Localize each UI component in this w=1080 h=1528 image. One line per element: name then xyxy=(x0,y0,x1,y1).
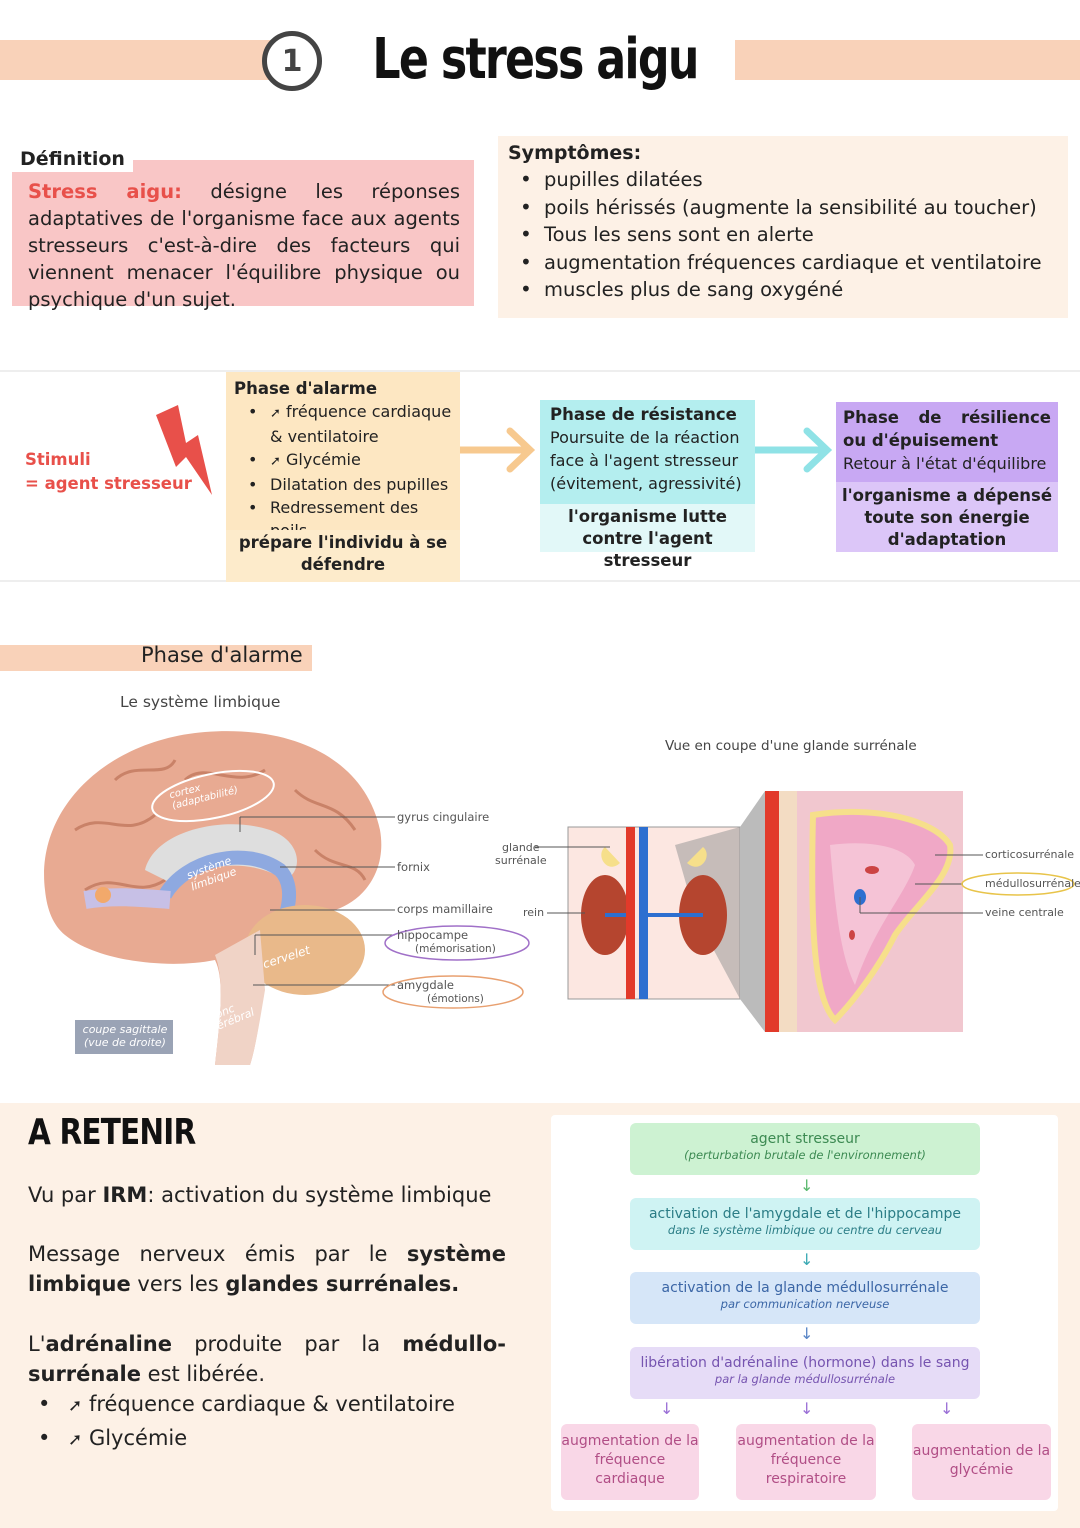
retenir-paragraph-3: L'adrénaline produite par la médullo-sur… xyxy=(28,1332,506,1386)
stimuli-label: Stimuli = agent stresseur xyxy=(25,448,192,496)
coupe-label: coupe sagittale(vue de droite) xyxy=(82,1023,168,1049)
brain-shape xyxy=(44,731,382,1065)
brainstem-shape xyxy=(215,930,265,1065)
retenir-item: ➚ fréquence cardiaque & ventilatoire xyxy=(28,1388,506,1422)
medullosurrenale-label: médullosurrénale xyxy=(985,877,1080,890)
section-heading-bar xyxy=(0,645,312,671)
definition-box: Stress aigu: désigne les réponses adapta… xyxy=(12,160,474,311)
arrow-right-icon xyxy=(755,427,833,473)
veine-centrale-label: veine centrale xyxy=(985,906,1064,919)
lightning-icon xyxy=(156,405,212,495)
definition-text: désigne les réponses adaptatives de l'or… xyxy=(28,180,460,311)
flow-step-sub: par communication nerveuse xyxy=(720,1297,890,1311)
retenir-item-text: Glycémie xyxy=(88,1426,188,1450)
alarm-item: ➚ Glycémie xyxy=(238,448,452,473)
retenir-item: ➚ Glycémie xyxy=(28,1422,506,1456)
arrow-down-icon: ↓ xyxy=(800,1324,814,1343)
adrenal-title: Vue en coupe d'une glande surrénale xyxy=(665,738,917,754)
flow-step-main: agent stresseur xyxy=(750,1131,860,1147)
flow-step: activation de l'amygdale et de l'hippoca… xyxy=(630,1198,980,1250)
phases-strip xyxy=(0,370,1080,582)
alarm-item-text: Glycémie xyxy=(286,450,361,469)
retenir-item-text: fréquence cardiaque & ventilatoire xyxy=(88,1392,455,1416)
adrenal-diagram xyxy=(535,791,1075,1032)
alarm-phase-list: ➚ fréquence cardiaque & ventilatoire ➚ G… xyxy=(234,400,452,542)
stimuli-title: Stimuli xyxy=(25,450,91,469)
amygdale-label: amygdale(émotions) xyxy=(397,978,484,1005)
section-heading: Phase d'alarme xyxy=(141,643,303,667)
flow-step: activation de la glande médullosurrénale… xyxy=(630,1272,980,1324)
corps-mamillaire-label: corps mamillaire xyxy=(397,902,493,916)
arrow-down-icon: ↓ xyxy=(940,1399,954,1418)
flow-outcome: augmentation de la fréquence cardiaque xyxy=(561,1424,699,1500)
symptom-item: muscles plus de sang oxygéné xyxy=(516,276,1058,304)
rein-label: rein xyxy=(523,906,545,919)
resistance-phase-footer: l'organisme lutte contre l'agent stresse… xyxy=(540,504,755,570)
cervelet-shape xyxy=(245,905,365,995)
increase-icon: ➚ xyxy=(68,1430,83,1450)
alarm-item: ➚ fréquence cardiaque & ventilatoire xyxy=(238,400,452,448)
exhaustion-phase-body: Retour à l'état d'équilibre xyxy=(843,454,1047,473)
retenir-title: A RETENIR xyxy=(28,1112,196,1153)
flow-outcome: augmentation de la glycémie xyxy=(912,1424,1051,1500)
page-title: Le stress aigu xyxy=(367,20,703,100)
symptom-item: pupilles dilatées xyxy=(516,166,1058,194)
coupe-label-box xyxy=(75,1020,173,1054)
symptom-item: poils hérissés (augmente la sensibilité … xyxy=(516,194,1058,222)
title-number: 1 xyxy=(262,31,322,91)
retenir-paragraph-1: Vu par IRM: activation du système limbiq… xyxy=(28,1183,492,1207)
flow-step: libération d'adrénaline (hormone) dans l… xyxy=(630,1347,980,1399)
symptom-item: Tous les sens sont en alerte xyxy=(516,221,1058,249)
resistance-phase-box: Phase de résistance Poursuite de la réac… xyxy=(540,400,755,504)
arrow-down-icon: ↓ xyxy=(800,1399,814,1418)
alarm-phase-box: Phase d'alarme ➚ fréquence cardiaque & v… xyxy=(226,372,460,540)
arrow-right-icon xyxy=(460,427,536,473)
exhaustion-phase-box: Phase de résilience ou d'épuisement Reto… xyxy=(836,402,1058,482)
definition-term: Stress aigu: xyxy=(28,180,182,203)
flow-step: agent stresseur (perturbation brutale de… xyxy=(630,1123,980,1175)
retenir-paragraph-2: Message nerveux émis par le système limb… xyxy=(28,1242,506,1296)
title-bar-right xyxy=(735,40,1080,80)
corticosurrenale-label: corticosurrénale xyxy=(985,848,1075,861)
resistance-phase-title: Phase de résistance xyxy=(550,405,737,424)
symptoms-title: Symptômes: xyxy=(508,142,642,164)
alarm-phase-title: Phase d'alarme xyxy=(234,379,378,398)
stimuli-subtitle: = agent stresseur xyxy=(25,474,192,493)
symptoms-box: Symptômes: pupilles dilatées poils héris… xyxy=(498,136,1068,318)
flow-step-main: libération d'adrénaline (hormone) dans l… xyxy=(640,1355,970,1371)
gyrus-label: gyrus cingulaire xyxy=(397,810,490,824)
increase-icon: ➚ xyxy=(270,406,281,421)
title-bar-left xyxy=(0,40,300,80)
fornix-label: fornix xyxy=(397,860,430,874)
flow-step-sub: par la glande médullosurrénale xyxy=(714,1372,896,1386)
symptom-item: augmentation fréquences cardiaque et ven… xyxy=(516,249,1058,277)
exhaustion-phase-title: Phase de résilience ou d'épuisement xyxy=(843,408,1051,450)
resistance-phase-body: Poursuite de la réaction face à l'agent … xyxy=(550,428,742,493)
flow-step-main: activation de l'amygdale et de l'hippoca… xyxy=(648,1206,962,1222)
arrow-down-icon: ↓ xyxy=(800,1250,814,1269)
arrow-down-icon: ↓ xyxy=(660,1399,674,1418)
flow-step-main: activation de la glande médullosurrénale xyxy=(661,1280,949,1296)
retenir-list: ➚ fréquence cardiaque & ventilatoire ➚ G… xyxy=(28,1388,506,1456)
exhaustion-phase-footer: l'organisme a dépensé toute son énergie … xyxy=(836,482,1058,552)
alarm-item-text: fréquence cardiaque & ventilatoire xyxy=(270,402,452,446)
limbic-title: Le système limbique xyxy=(120,693,281,711)
increase-icon: ➚ xyxy=(68,1396,83,1416)
symptoms-list: pupilles dilatées poils hérissés (augmen… xyxy=(508,166,1058,304)
flow-outcome: augmentation de la fréquence respiratoir… xyxy=(736,1424,876,1500)
increase-icon: ➚ xyxy=(270,454,281,469)
flow-step-sub: (perturbation brutale de l'environnement… xyxy=(684,1148,926,1162)
flow-step-sub: dans le système limbique ou centre du ce… xyxy=(667,1223,943,1237)
alarm-item: Dilatation des pupilles xyxy=(238,473,452,496)
brain-diagram xyxy=(44,731,530,1065)
arrow-down-icon: ↓ xyxy=(800,1176,814,1195)
hippocampe-label: hippocampe(mémorisation) xyxy=(397,928,496,955)
alarm-phase-footer: prépare l'individu à se défendre xyxy=(226,530,460,582)
definition-label: Définition xyxy=(12,142,133,172)
